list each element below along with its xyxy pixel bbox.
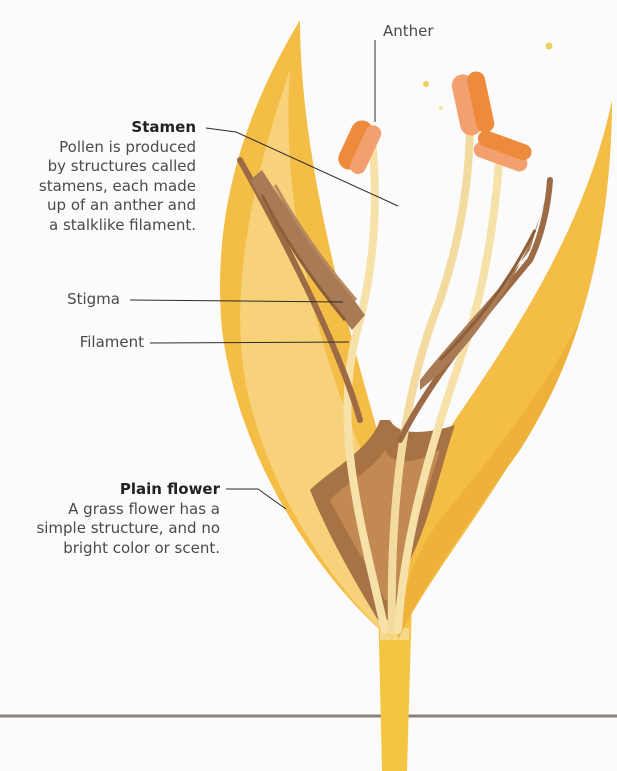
anther-2 xyxy=(450,70,496,138)
label-plain-flower: Plain flower A grass flower has a simple… xyxy=(0,480,220,558)
label-filament: Filament xyxy=(0,333,144,352)
label-anther: Anther xyxy=(383,22,434,41)
stamen-title: Stamen xyxy=(0,118,196,138)
pollen-dot xyxy=(423,81,429,87)
stamen-description: Pollen is produced by structures called … xyxy=(0,138,196,236)
plain-flower-title: Plain flower xyxy=(0,480,220,500)
pollen-dot xyxy=(546,43,553,50)
plain-flower-description: A grass flower has a simple structure, a… xyxy=(0,500,220,559)
pollen-dot xyxy=(439,106,443,110)
label-stigma: Stigma xyxy=(0,290,120,309)
label-stamen: Stamen Pollen is produced by structures … xyxy=(0,118,196,235)
